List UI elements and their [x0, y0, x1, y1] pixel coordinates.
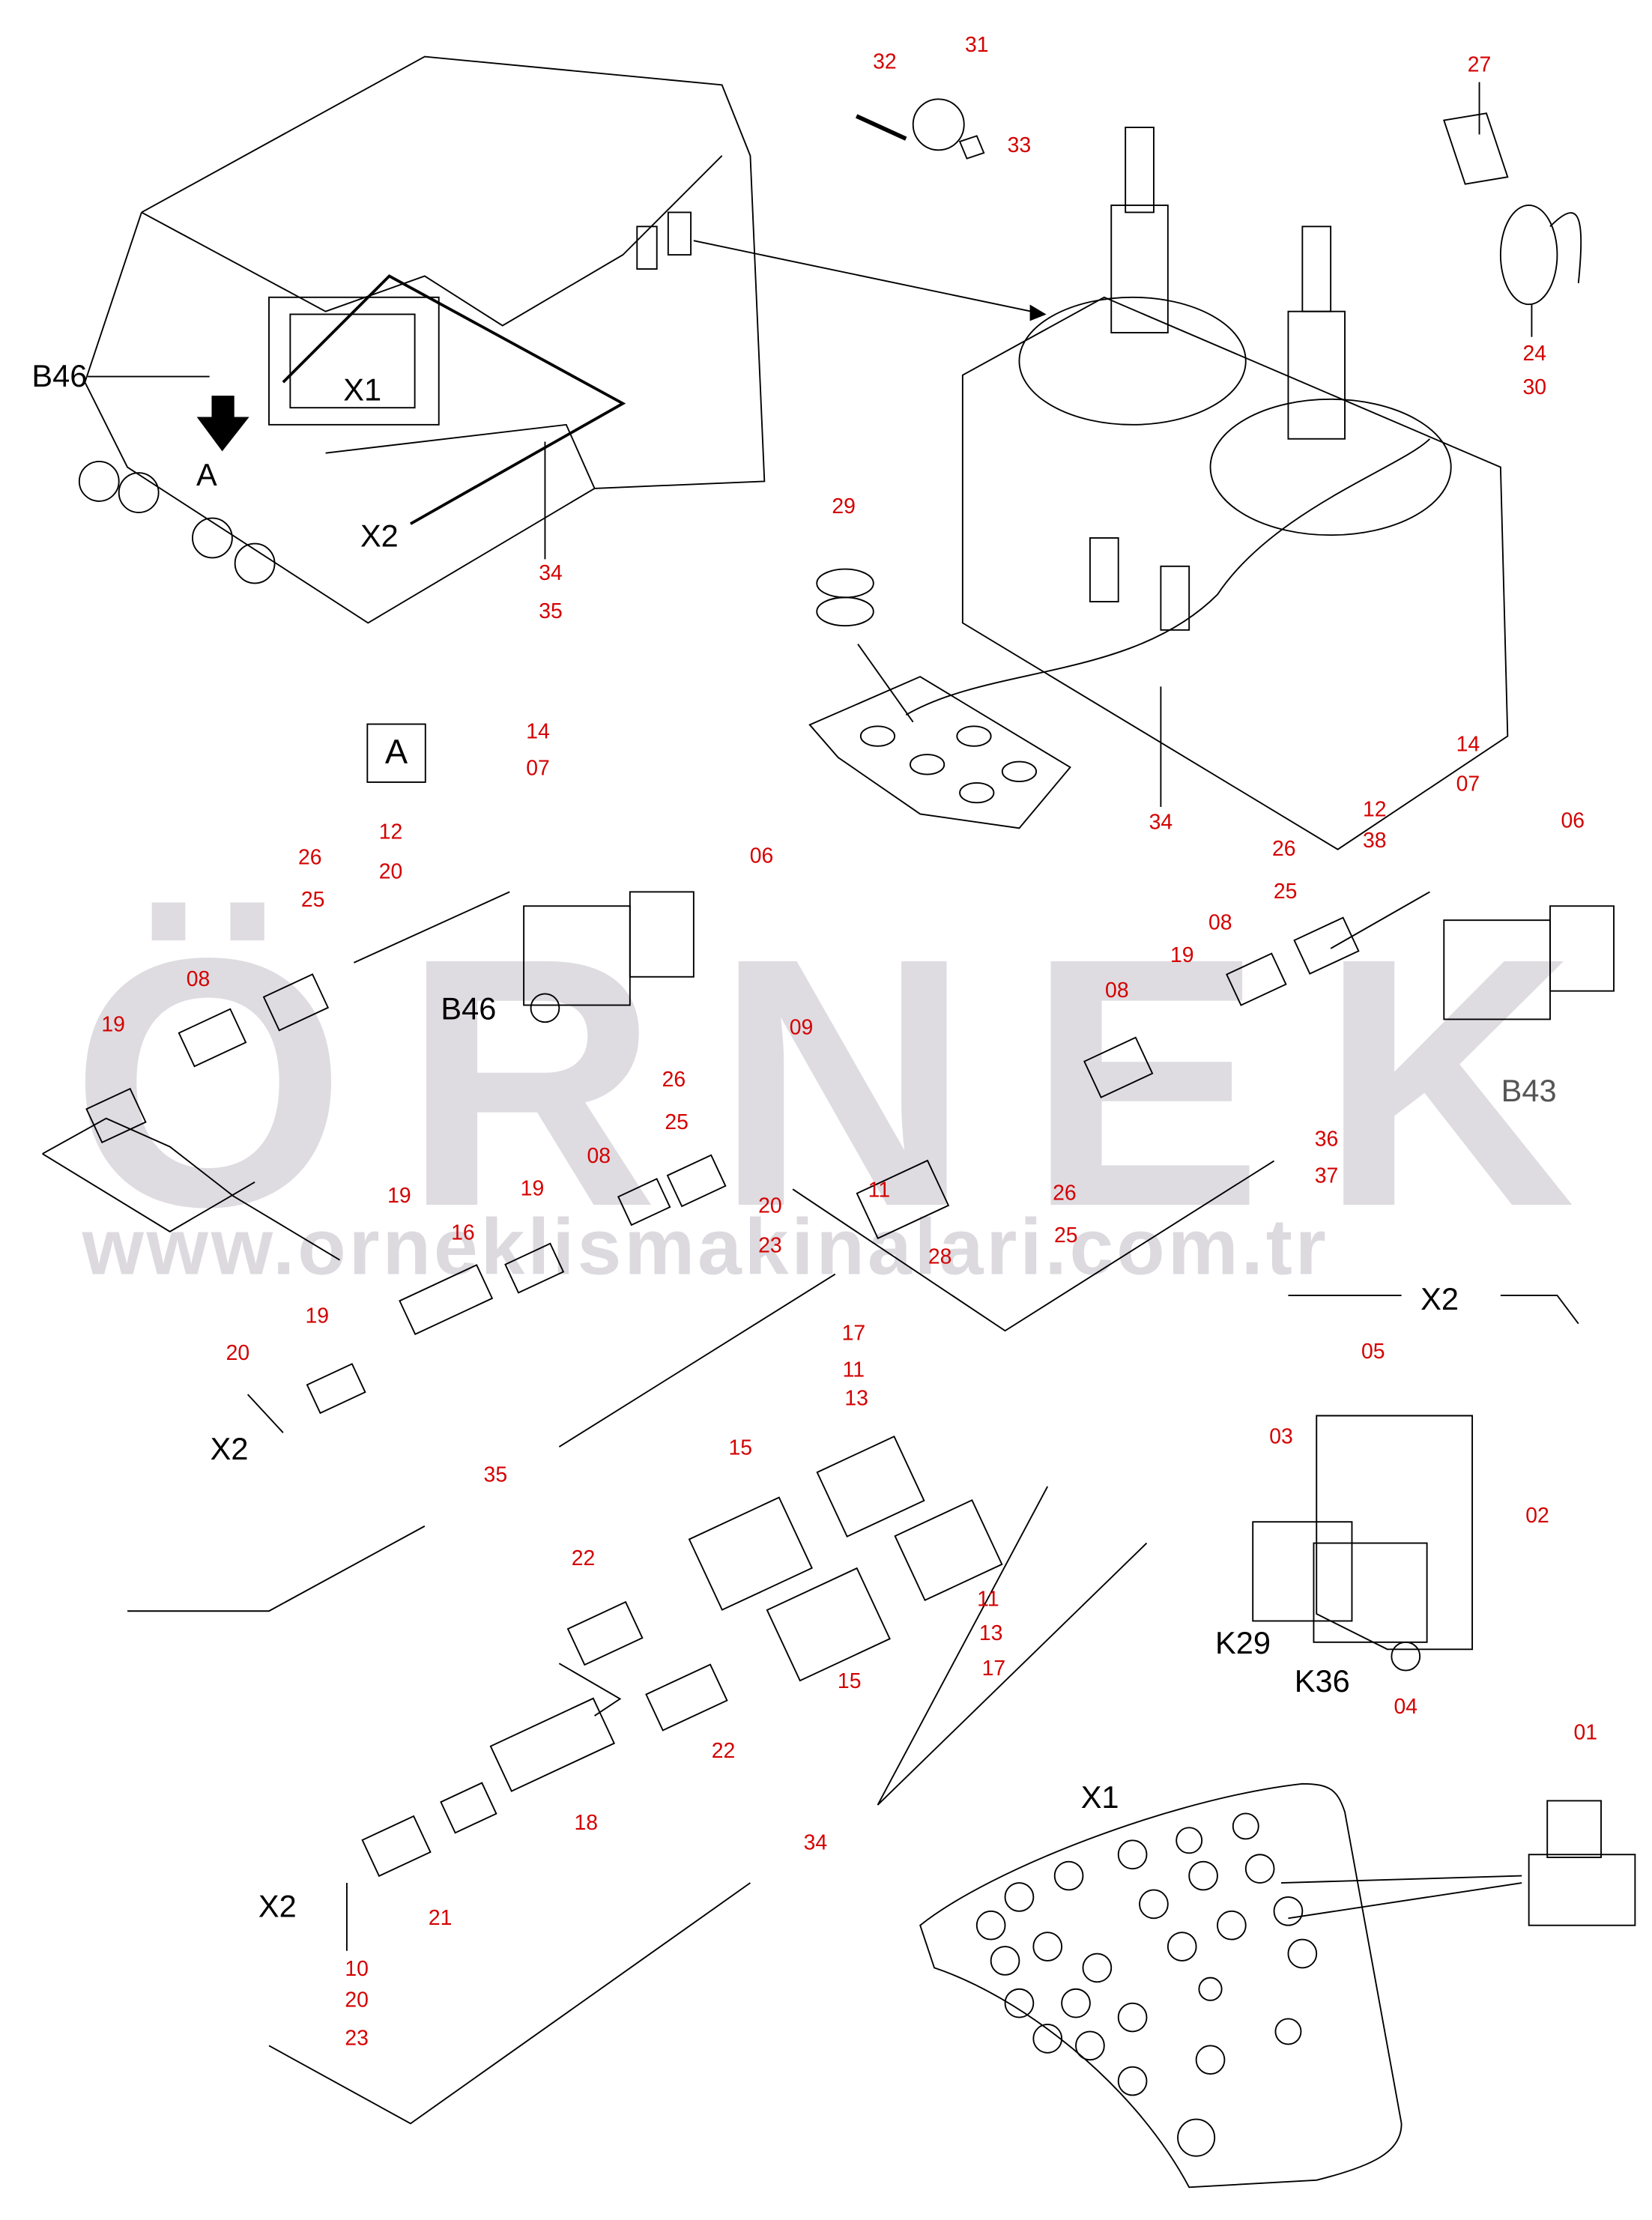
part-number: 26	[1272, 837, 1296, 862]
designator: X1	[343, 372, 382, 408]
part-number: 08	[186, 967, 211, 992]
part-number: 36	[1314, 1127, 1339, 1152]
part-number: 08	[1105, 979, 1129, 1003]
designator: K36	[1294, 1663, 1350, 1699]
part-number: 04	[1394, 1695, 1418, 1720]
part-number: 25	[1273, 880, 1298, 904]
hydraulic-unit-drawing	[808, 127, 1509, 850]
part-number: 22	[711, 1739, 736, 1764]
part-number: 19	[101, 1012, 125, 1038]
part-number: 25	[665, 1110, 689, 1135]
part-number: 15	[837, 1669, 862, 1694]
part-number: 19	[1170, 943, 1194, 968]
watermark-brand: ÖRNEK	[70, 884, 1633, 1280]
part-number: 11	[842, 1358, 865, 1383]
machine-drawing	[78, 55, 1047, 624]
designator: X2	[360, 518, 399, 554]
part-number: 38	[1362, 829, 1387, 853]
part-number: 06	[749, 844, 774, 869]
part-number: 14	[526, 719, 550, 744]
part-number: 26	[1053, 1181, 1077, 1206]
designator: X2	[210, 1431, 249, 1467]
part-number: 23	[345, 2026, 369, 2051]
leader-lines	[88, 82, 1533, 1951]
part-number: 09	[789, 1015, 814, 1040]
part-number: 11	[868, 1179, 891, 1203]
part-number: 26	[298, 845, 322, 871]
part-number: 14	[1456, 732, 1480, 757]
part-number: 17	[841, 1321, 866, 1346]
designator: B46	[441, 990, 497, 1026]
part-number: 25	[300, 888, 325, 913]
control-panel-drawing	[919, 1782, 1636, 2189]
part-number: 32	[873, 50, 897, 75]
part-number: 21	[428, 1906, 453, 1931]
part-number: 37	[1314, 1164, 1339, 1189]
part-number: 29	[832, 494, 856, 519]
part-number: 20	[226, 1341, 250, 1366]
part-number: 34	[539, 561, 563, 586]
part-number: 28	[928, 1244, 952, 1269]
part-number: 12	[1362, 797, 1387, 822]
part-number: 13	[978, 1621, 1003, 1646]
part-number: 12	[378, 820, 403, 845]
part-number: 19	[387, 1184, 411, 1209]
part-number: 03	[1269, 1424, 1293, 1449]
designator: A	[196, 457, 217, 493]
part-number: 08	[587, 1144, 611, 1169]
relay-drawing	[1252, 1415, 1474, 1672]
part-number: 01	[1573, 1720, 1598, 1745]
part-number: 15	[728, 1436, 752, 1461]
part-number: 25	[1054, 1224, 1078, 1248]
part-number: 34	[1149, 810, 1173, 835]
part-number: 33	[1007, 133, 1032, 158]
panel-knobs	[975, 1812, 1318, 2157]
part-number: 35	[539, 599, 563, 624]
designator: X2	[1420, 1280, 1459, 1317]
part-number: 31	[964, 33, 989, 58]
part-number: 34	[803, 1831, 828, 1856]
part-number: 20	[378, 859, 403, 884]
part-number: 23	[758, 1233, 782, 1258]
part-number: 26	[662, 1068, 686, 1092]
view-a-box: A	[366, 723, 426, 783]
part-number: 20	[758, 1194, 782, 1218]
part-number: 10	[345, 1957, 369, 1982]
part-number: 07	[1456, 772, 1480, 796]
part-number: 05	[1361, 1340, 1385, 1364]
part-number: 22	[571, 1546, 596, 1571]
part-number: 19	[520, 1177, 545, 1202]
part-number: 08	[1208, 910, 1232, 936]
part-number: 20	[345, 1988, 369, 2012]
top-parts	[855, 98, 1582, 306]
watermark-url: www.orneklismakinalari.com.tr	[82, 1202, 1329, 1292]
part-number: 35	[483, 1463, 508, 1487]
designator: X1	[1080, 1779, 1119, 1815]
part-number: 24	[1522, 342, 1546, 366]
part-number: 06	[1561, 808, 1585, 833]
part-number: 17	[981, 1657, 1006, 1681]
part-number: 27	[1467, 52, 1492, 77]
part-number: 11	[977, 1588, 999, 1612]
designator: B43	[1501, 1073, 1557, 1109]
part-number: 02	[1525, 1504, 1549, 1528]
part-number: 07	[526, 756, 550, 781]
connector-assembly-drawing	[42, 891, 1615, 1612]
designator: B46	[31, 358, 88, 394]
lower-connector-drawing	[268, 1435, 1148, 2125]
part-number: 13	[844, 1386, 868, 1411]
part-number: 16	[451, 1221, 475, 1245]
part-number: 30	[1522, 375, 1546, 400]
designator: K29	[1214, 1625, 1271, 1661]
part-number: 18	[574, 1811, 599, 1836]
designator: X2	[258, 1888, 297, 1924]
part-number: 19	[305, 1304, 330, 1329]
